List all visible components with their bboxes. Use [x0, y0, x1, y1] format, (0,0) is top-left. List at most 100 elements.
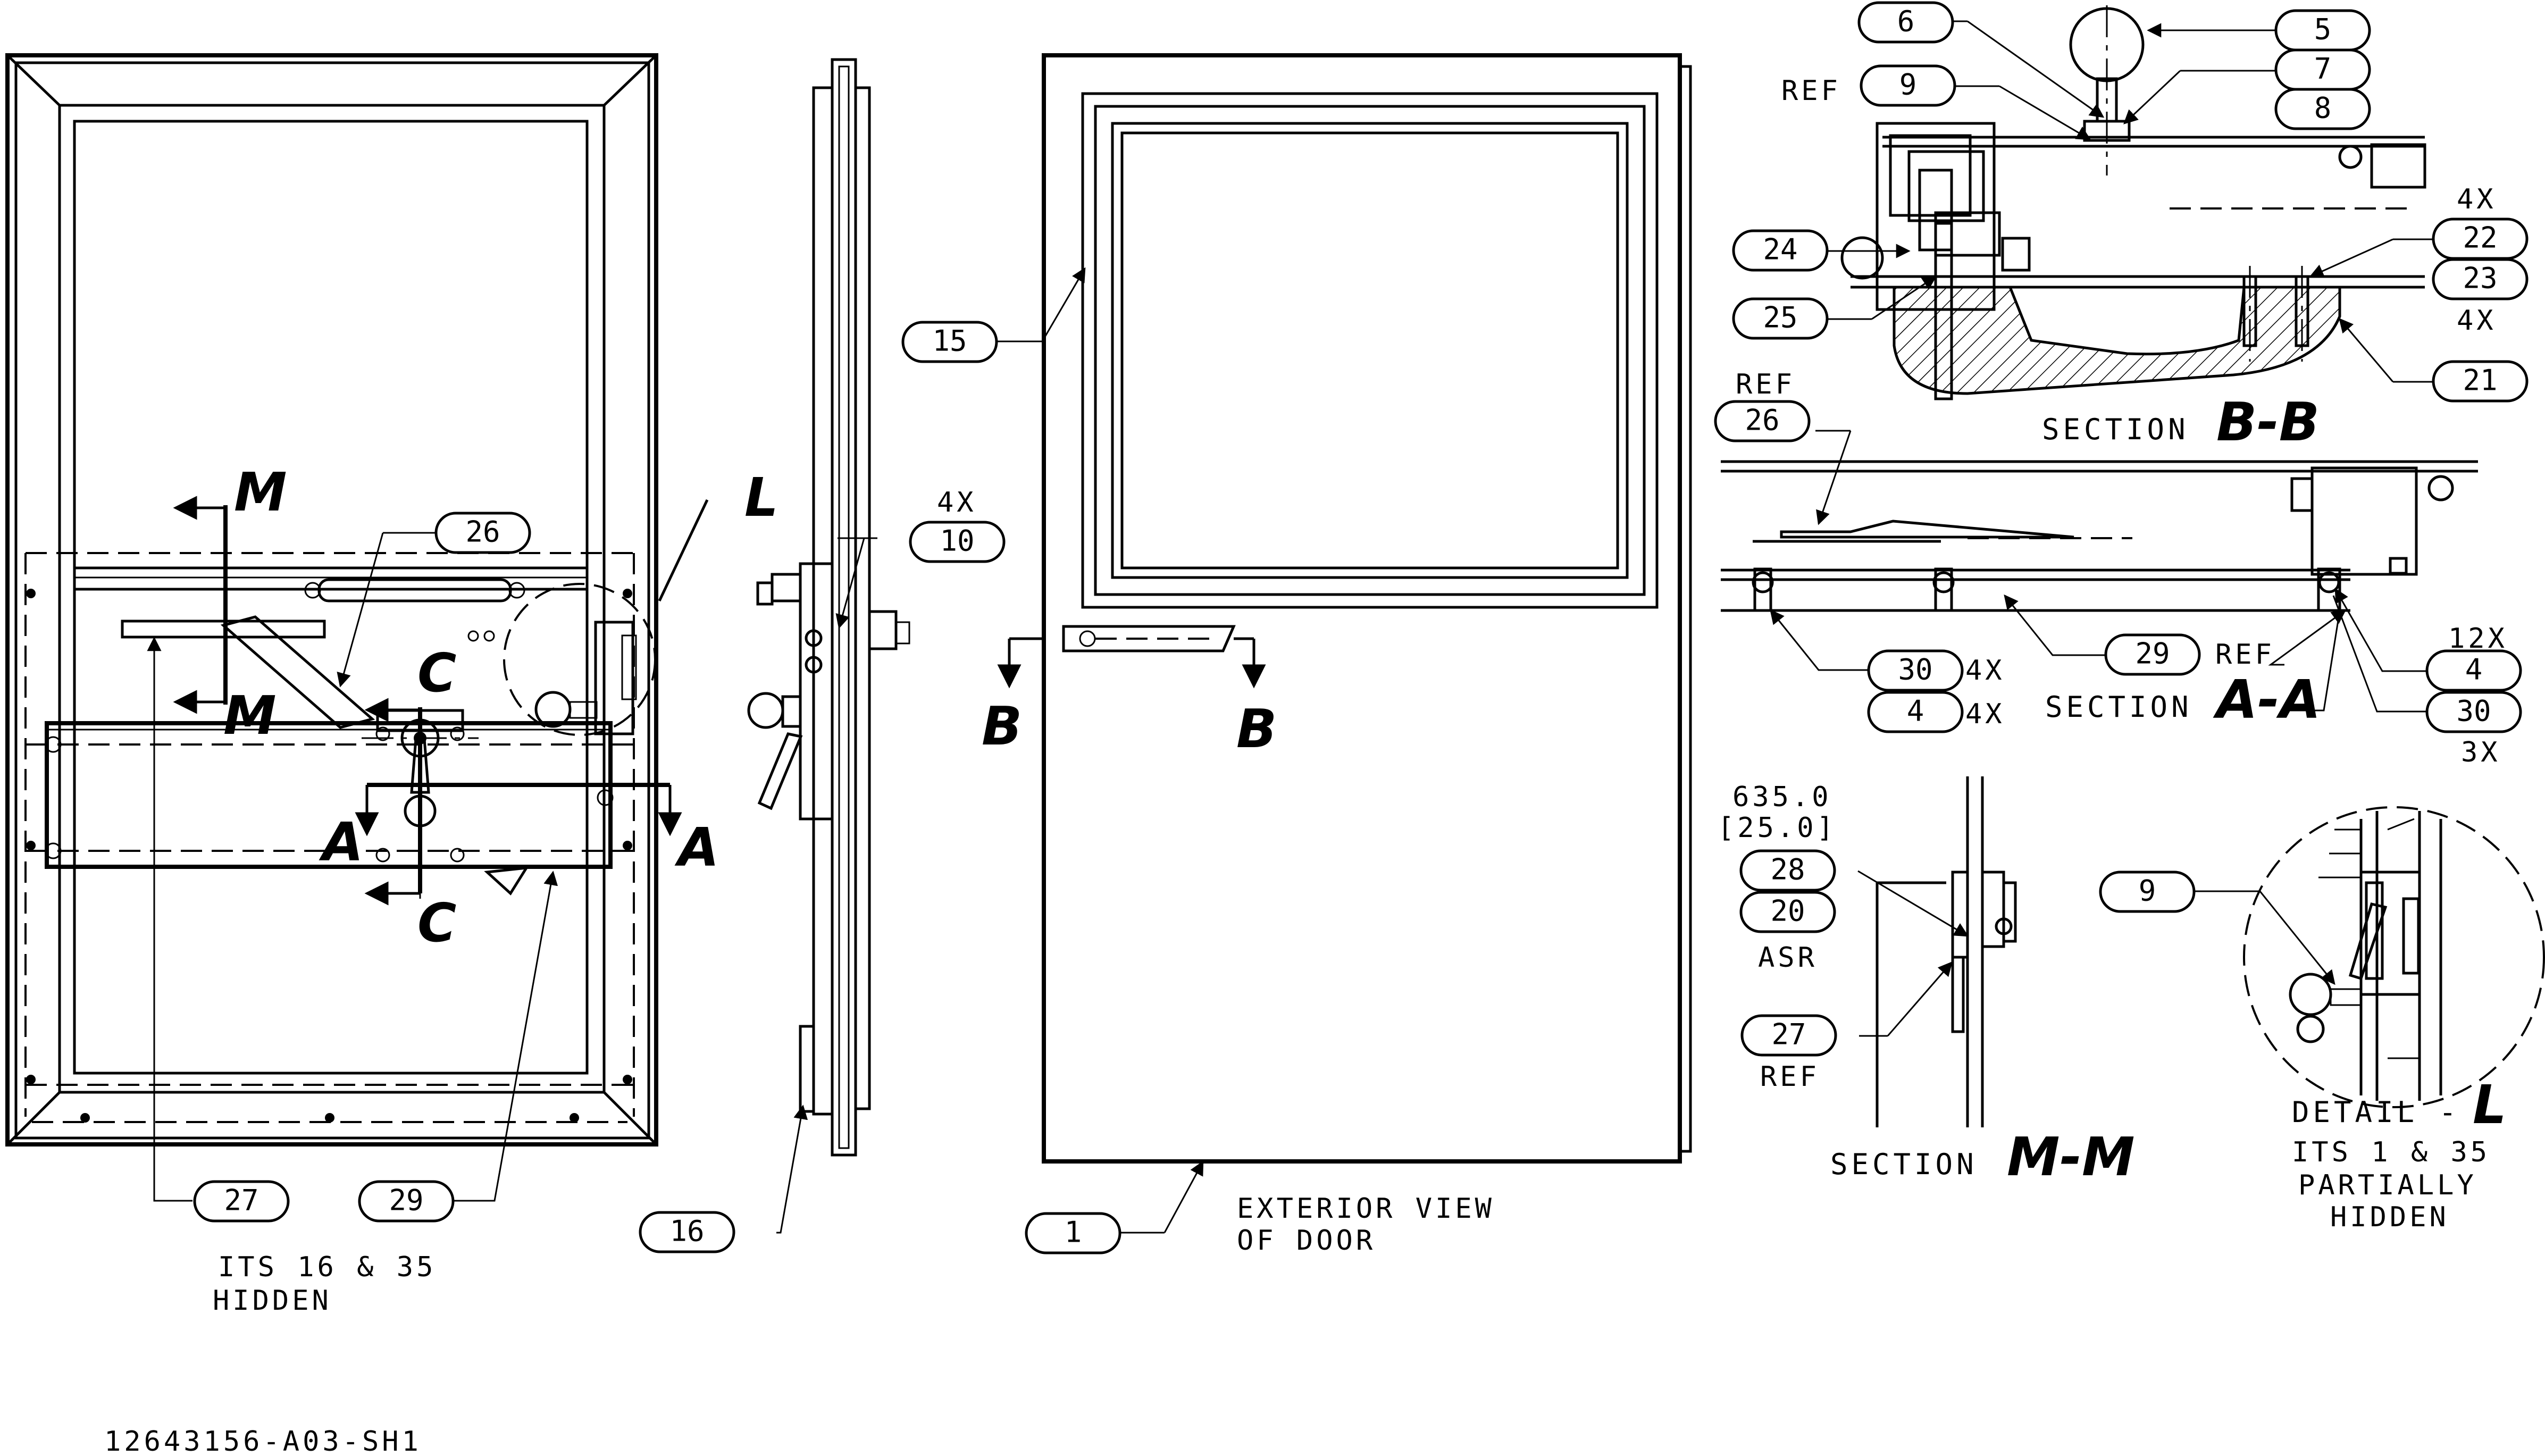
balloon-8: 8: [2274, 88, 2371, 130]
svg-text:9: 9: [1899, 68, 1917, 102]
svg-text:6: 6: [1897, 5, 1915, 38]
asr-label: ASR: [1758, 942, 1818, 974]
balloon-30-section-aa-right: 30: [2425, 691, 2522, 733]
section-c-marker-bottom: C: [417, 892, 456, 954]
balloon-29-interior: 29: [358, 1180, 455, 1223]
qty-30-left: 4X: [1965, 655, 2005, 687]
exterior-caption-line1: EXTERIOR VIEW: [1237, 1193, 1495, 1225]
balloon-1: 1: [1025, 1212, 1121, 1254]
dim-mm: 635.0: [1732, 781, 1832, 813]
ref-9: REF: [1781, 75, 1841, 107]
svg-text:27: 27: [224, 1184, 258, 1217]
detail-l-letter: L: [2473, 1074, 2507, 1136]
svg-text:7: 7: [2314, 52, 2332, 86]
svg-text:5: 5: [2314, 13, 2332, 46]
balloon-25: 25: [1732, 297, 1829, 340]
svg-text:4: 4: [1907, 694, 1924, 728]
balloon-6: 6: [1857, 1, 1954, 44]
balloon-29-section-aa: 29: [2104, 633, 2201, 676]
interior-note-line2: HIDDEN: [213, 1285, 332, 1317]
section-mm-title: SECTION: [1830, 1148, 1978, 1181]
section-aa: REF 26 30 4X 4 4X 29 REF 12X 4 30 3X S: [1714, 369, 2522, 768]
detail-l: 9 DETAIL - L ITS 1 & 35 PARTIALLY HIDDEN: [2099, 806, 2545, 1233]
balloon-5: 5: [2274, 9, 2371, 52]
balloon-30-section-aa-left: 30: [1867, 649, 1964, 692]
balloon-22: 22: [2432, 217, 2529, 260]
balloon-26-interior: 26: [434, 512, 531, 554]
svg-text:1: 1: [1065, 1216, 1082, 1249]
section-bb-letters: B-B: [2216, 391, 2320, 453]
svg-text:9: 9: [2139, 874, 2156, 908]
svg-text:29: 29: [389, 1184, 423, 1217]
balloon-23: 23: [2432, 258, 2529, 300]
ref-29: REF: [2215, 639, 2275, 671]
svg-text:16: 16: [669, 1215, 704, 1248]
balloon-24: 24: [1732, 229, 1829, 272]
qty-22: 4X: [2457, 183, 2497, 215]
svg-text:8: 8: [2314, 91, 2332, 125]
detail-l-note-line3: HIDDEN: [2330, 1201, 2449, 1233]
svg-text:29: 29: [2135, 637, 2170, 671]
balloon-7: 7: [2274, 48, 2371, 91]
section-a-marker-right: A: [674, 816, 719, 878]
qty-23: 4X: [2457, 305, 2497, 337]
svg-text:26: 26: [1745, 404, 1779, 437]
svg-text:21: 21: [2463, 364, 2497, 397]
svg-text:4: 4: [2465, 653, 2483, 687]
svg-text:20: 20: [1770, 894, 1805, 928]
section-mm-letters: M-M: [2007, 1126, 2135, 1188]
svg-text:22: 22: [2463, 221, 2497, 255]
section-b-marker-right: B: [1236, 698, 1277, 760]
balloon-26-section-aa: 26: [1714, 400, 1811, 442]
section-aa-letters: A-A: [2213, 668, 2321, 731]
detail-l-marker: L: [744, 466, 778, 529]
balloon-9-detail-l: 9: [2099, 871, 2196, 913]
section-bb: REF 6 9 5 7 8 24 25 4X: [1732, 1, 2529, 453]
exterior-caption-line2: OF DOOR: [1237, 1225, 1376, 1257]
balloon-4-section-aa-left: 4: [1867, 691, 1964, 733]
section-m-marker-top: M: [234, 461, 287, 523]
section-b-marker-left: B: [982, 695, 1022, 757]
svg-text:25: 25: [1763, 301, 1797, 334]
svg-text:10: 10: [940, 524, 974, 558]
svg-text:15: 15: [932, 324, 967, 358]
dim-in: [25.0]: [1718, 812, 1837, 844]
balloon-10: 10: [909, 521, 1006, 563]
balloon-16: 16: [639, 1211, 735, 1253]
section-aa-title: SECTION: [2045, 690, 2192, 724]
svg-text:28: 28: [1770, 853, 1805, 886]
svg-text:24: 24: [1763, 233, 1797, 266]
exterior-view: B B 15 1 EXTERIOR VIEW OF DOOR: [901, 53, 1692, 1257]
section-bb-title: SECTION: [2042, 413, 2189, 446]
svg-text:27: 27: [1771, 1018, 1806, 1051]
balloon-4-section-aa-right: 4: [2425, 649, 2522, 692]
qty-4-left: 4X: [1965, 698, 2005, 730]
qty-4-right: 12X: [2448, 623, 2508, 655]
detail-l-note-line1: ITS 1 & 35: [2292, 1136, 2490, 1168]
edge-view: 4X 10 16: [639, 58, 1006, 1253]
qty-10: 4X: [937, 487, 977, 518]
qty-30-right: 3X: [2461, 737, 2501, 768]
balloon-15: 15: [901, 321, 998, 363]
drawing-number: 12643156-A03-SH1: [104, 1426, 422, 1456]
section-m-marker-bottom: M: [223, 684, 277, 747]
detail-l-note-line2: PARTIALLY: [2298, 1169, 2477, 1201]
interior-view: L M M C C A A 26 27 29: [5, 53, 778, 1317]
svg-text:30: 30: [1898, 653, 1932, 687]
balloon-28: 28: [1739, 849, 1836, 892]
balloon-20: 20: [1739, 891, 1836, 933]
ref-26: REF: [1736, 369, 1795, 400]
ref-27: REF: [1760, 1061, 1820, 1093]
section-a-marker-left: A: [319, 811, 363, 873]
balloon-21: 21: [2432, 360, 2529, 403]
balloon-27-interior: 27: [193, 1180, 290, 1223]
section-mm: 635.0 [25.0] 28 20 ASR 27 REF SECTION M-…: [1718, 776, 2135, 1188]
svg-text:23: 23: [2463, 262, 2497, 295]
detail-l-title: DETAIL -: [2292, 1095, 2460, 1129]
interior-note-line1: ITS 16 & 35: [218, 1251, 436, 1283]
balloon-9-section-bb: 9: [1860, 64, 1956, 107]
section-c-marker-top: C: [417, 642, 456, 704]
svg-text:26: 26: [465, 515, 500, 549]
svg-text:30: 30: [2456, 694, 2491, 728]
